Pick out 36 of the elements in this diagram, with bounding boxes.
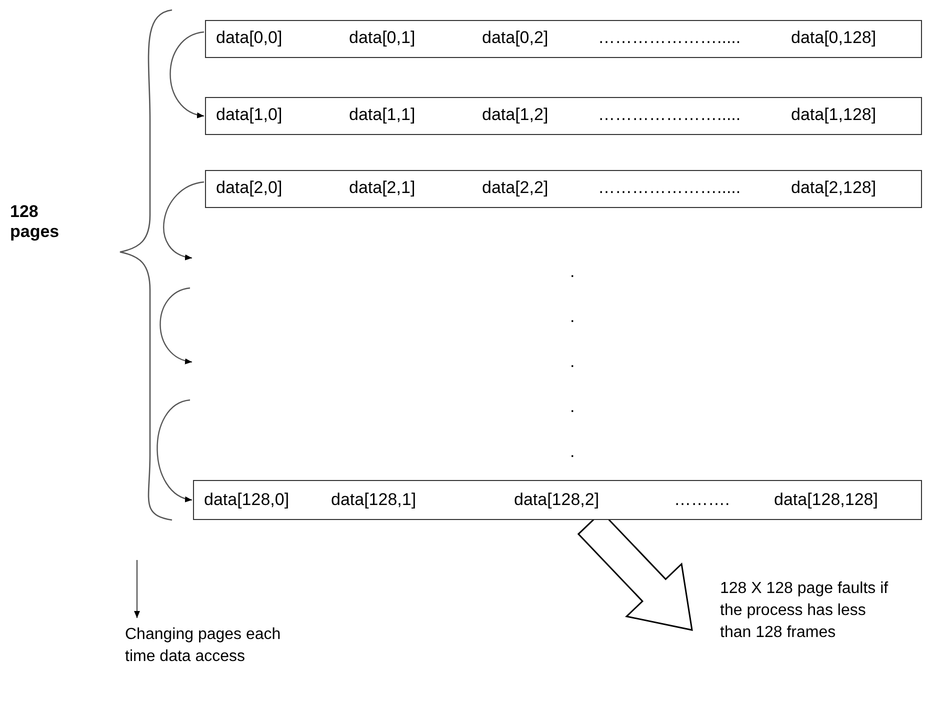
ellipsis: ………. bbox=[674, 490, 730, 510]
brace-label: 128 pages bbox=[10, 202, 60, 242]
ellipsis-dot: . bbox=[570, 307, 575, 327]
ellipsis-dot: . bbox=[570, 397, 575, 417]
note-text: 128 X 128 page faults if the process has less than 128 frames bbox=[720, 578, 900, 644]
ellipsis: …………………..... bbox=[598, 105, 741, 125]
element-label: data[1,128] bbox=[791, 105, 876, 125]
element-label: data[1,2] bbox=[482, 105, 548, 125]
curved-arrow bbox=[163, 181, 204, 260]
ellipsis: …………………..... bbox=[598, 28, 741, 48]
array-row-box bbox=[205, 97, 922, 135]
element-label: data[2,128] bbox=[791, 178, 876, 198]
element-label: data[128,128] bbox=[774, 490, 878, 510]
element-label: data[0,0] bbox=[216, 28, 282, 48]
curved-arrow bbox=[170, 31, 204, 118]
element-label: data[1,1] bbox=[349, 105, 416, 125]
element-label: data[0,128] bbox=[791, 28, 876, 48]
element-label: data[2,2] bbox=[482, 178, 548, 198]
ellipsis-dot: . bbox=[570, 352, 575, 372]
ellipsis-dot: . bbox=[570, 262, 575, 282]
array-row-box bbox=[205, 20, 922, 58]
curved-arrow bbox=[156, 399, 192, 502]
element-label: data[0,1] bbox=[349, 28, 416, 48]
ellipsis: …………………..... bbox=[598, 178, 741, 198]
element-label: data[128,1] bbox=[331, 490, 416, 510]
element-label: data[2,0] bbox=[216, 178, 282, 198]
element-label: data[1,0] bbox=[216, 105, 282, 125]
element-label: data[128,0] bbox=[204, 490, 290, 510]
element-label: data[0,2] bbox=[482, 28, 548, 48]
note-text: Changing pages each time data access bbox=[125, 624, 295, 668]
element-label: data[128,2] bbox=[514, 490, 600, 510]
arrow bbox=[134, 560, 140, 618]
ellipsis-dot: . bbox=[570, 442, 575, 462]
element-label: data[2,1] bbox=[349, 178, 416, 198]
array-row-box bbox=[205, 170, 922, 208]
array-row-box bbox=[193, 480, 922, 520]
